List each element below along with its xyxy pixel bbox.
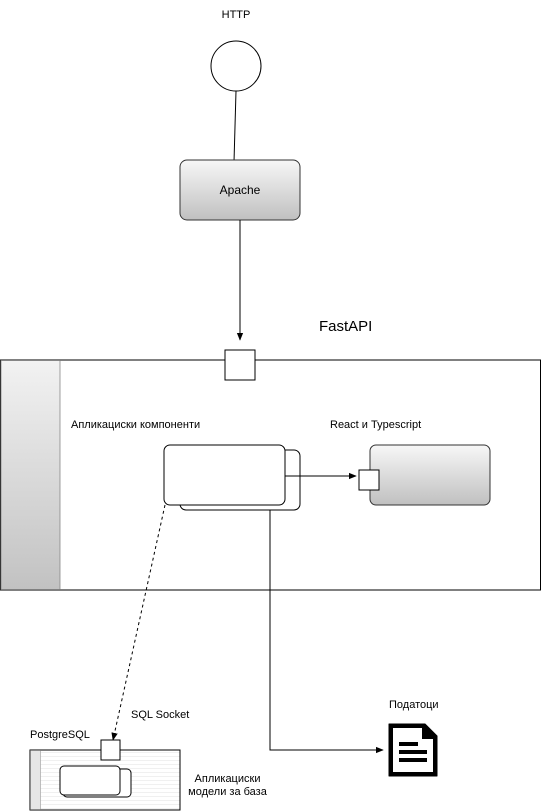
sql-socket-dashed-arrow [111,504,166,741]
db-model-box [59,765,121,796]
react-port [358,469,380,491]
http-connector [233,90,237,163]
fastapi-side-panel [0,360,61,590]
react-label: React и Typescript [330,419,422,431]
document-icon [388,723,438,777]
http-label: HTTP [221,9,251,21]
fastapi-port [224,349,256,381]
components-to-data-arrow [269,510,384,754]
http-interface-circle [210,40,262,92]
postgresql-side-panel [30,750,41,810]
apache-label: Apache [219,183,261,197]
postgresql-port [100,739,121,761]
db-models-label: Апликациски модели за база [188,773,267,798]
data-label: Податоци [389,699,439,711]
app-components-label: Апликациски компоненти [71,419,201,431]
sql-socket-label: SQL Socket [131,709,190,721]
react-box [369,444,491,506]
postgresql-label: PostgreSQL [30,729,90,741]
fastapi-label: FastAPI [319,318,373,335]
app-components-box [163,444,286,506]
